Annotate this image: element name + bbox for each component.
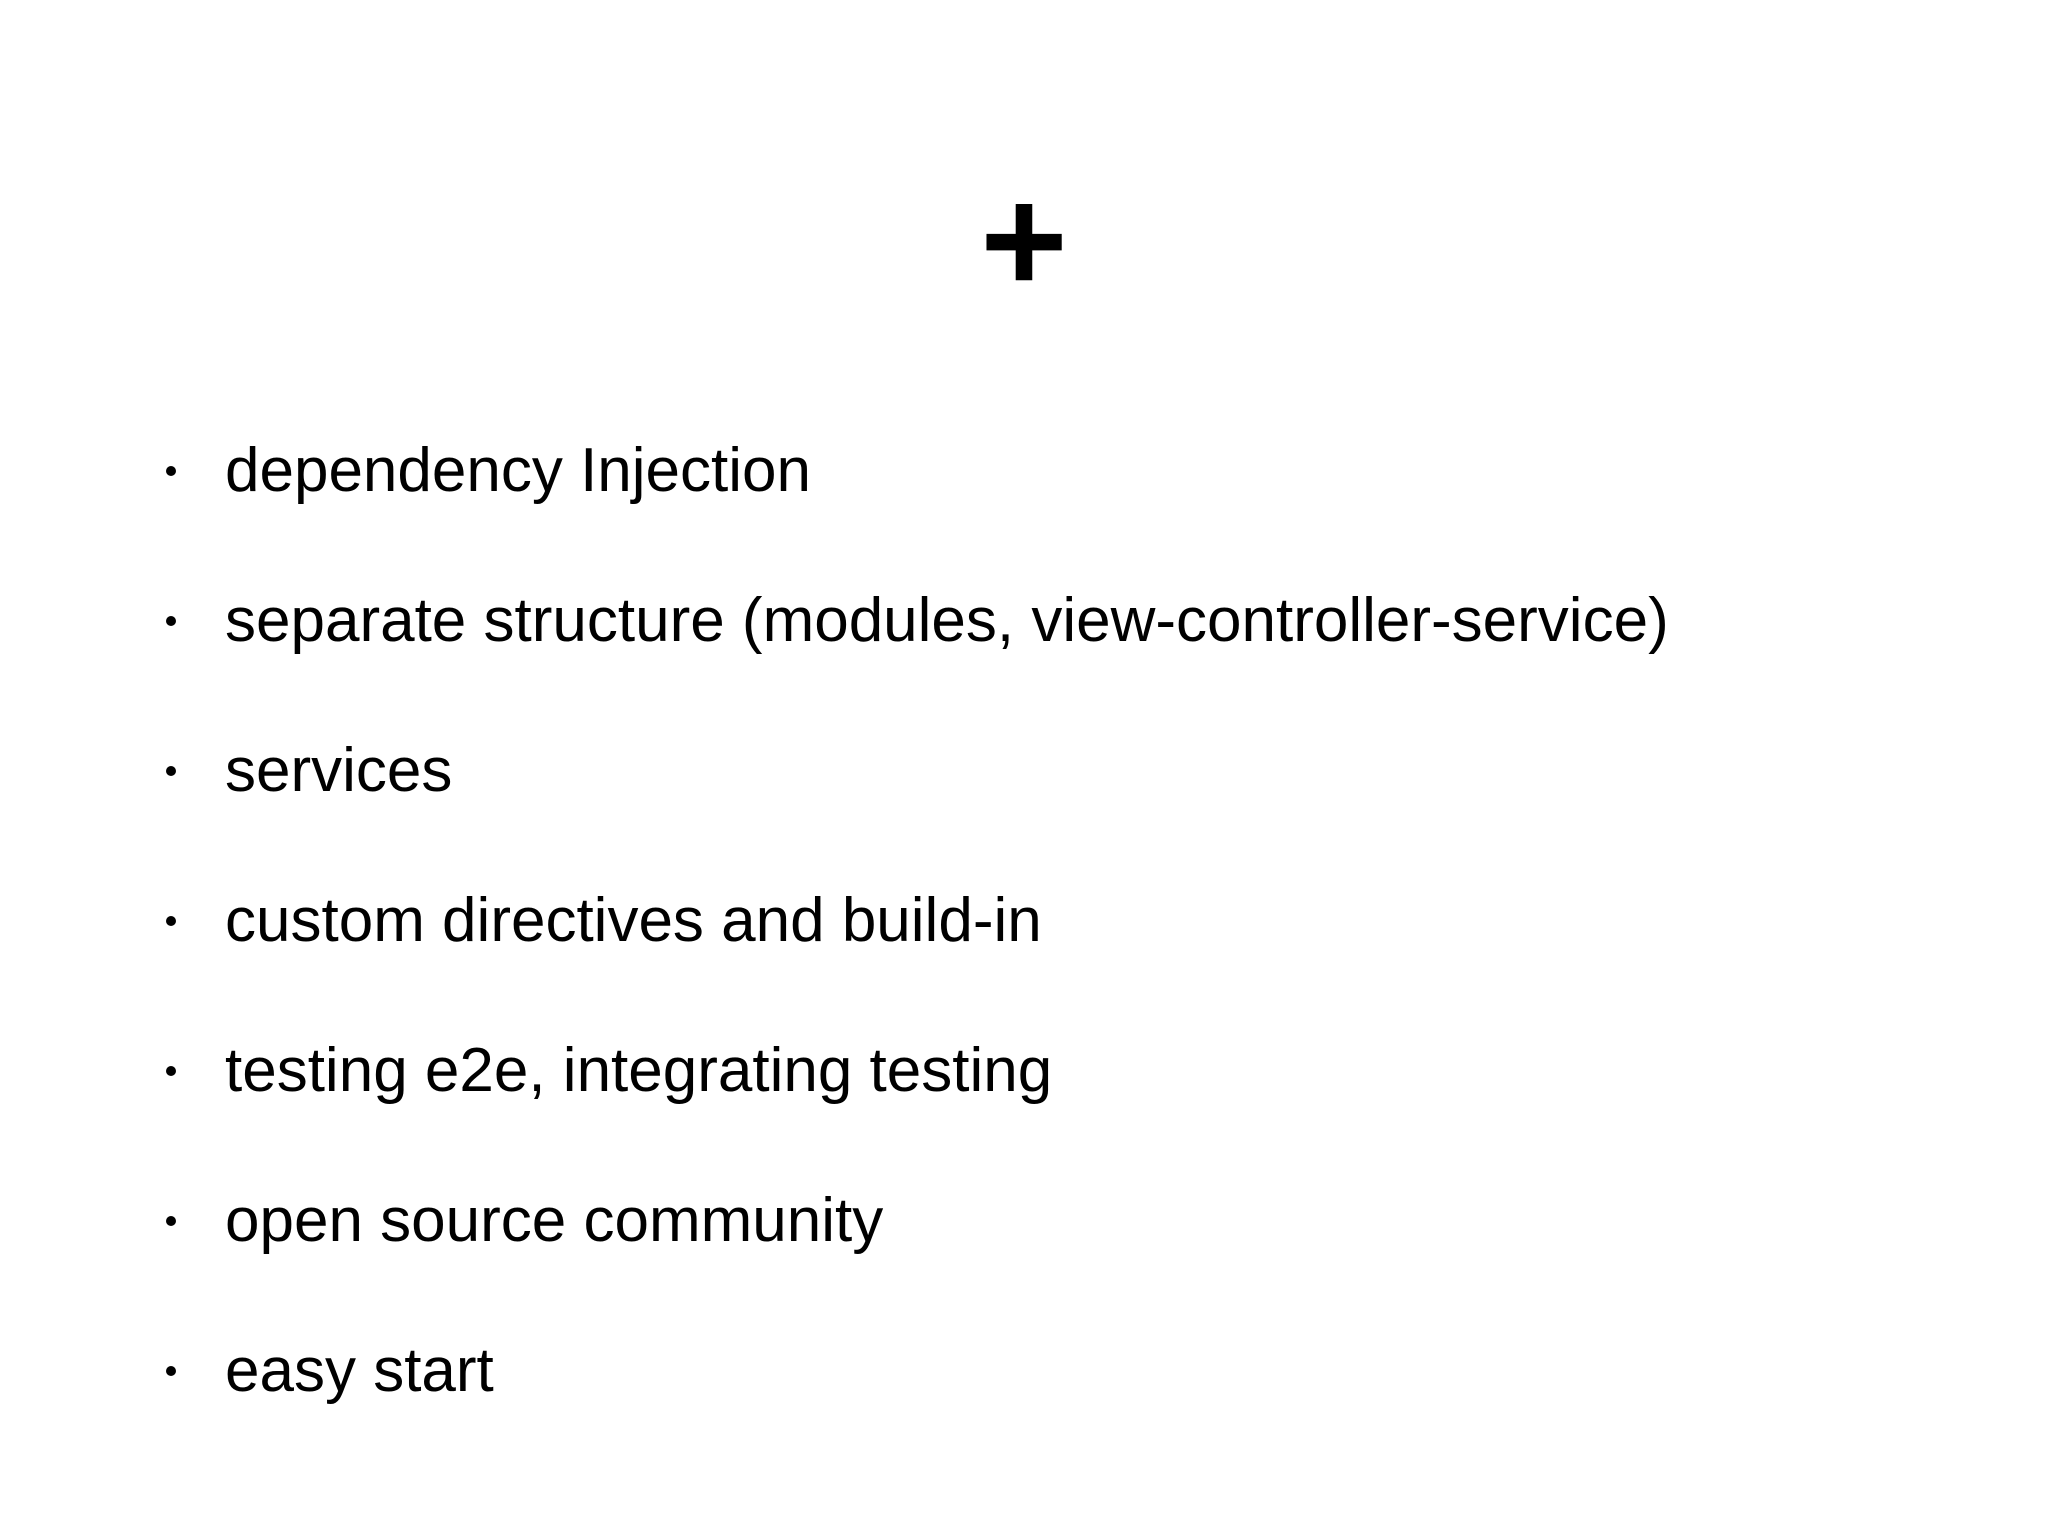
list-item: open source community	[0, 1146, 2048, 1296]
bullet-text: separate structure (modules, view-contro…	[225, 586, 1669, 656]
slide-title: +	[980, 156, 1068, 324]
list-item: easy start	[0, 1296, 2048, 1446]
bullet-text: dependency Injection	[225, 436, 812, 506]
bullet-dot-icon	[166, 466, 176, 476]
bullet-text: testing e2e, integrating testing	[225, 1036, 1053, 1106]
bullet-text: open source community	[225, 1186, 884, 1256]
bullet-dot-icon	[166, 1216, 176, 1226]
bullet-dot-icon	[166, 616, 176, 626]
list-item: custom directives and build-in	[0, 846, 2048, 996]
list-item: separate structure (modules, view-contro…	[0, 546, 2048, 696]
bullet-dot-icon	[166, 916, 176, 926]
list-item: testing e2e, integrating testing	[0, 996, 2048, 1146]
bullet-text: services	[225, 736, 453, 806]
bullet-list: dependency Injection separate structure …	[0, 396, 2048, 1446]
bullet-dot-icon	[166, 766, 176, 776]
bullet-dot-icon	[166, 1066, 176, 1076]
bullet-text: custom directives and build-in	[225, 886, 1042, 956]
bullet-dot-icon	[166, 1366, 176, 1376]
list-item: services	[0, 696, 2048, 846]
list-item: dependency Injection	[0, 396, 2048, 546]
bullet-text: easy start	[225, 1336, 494, 1406]
